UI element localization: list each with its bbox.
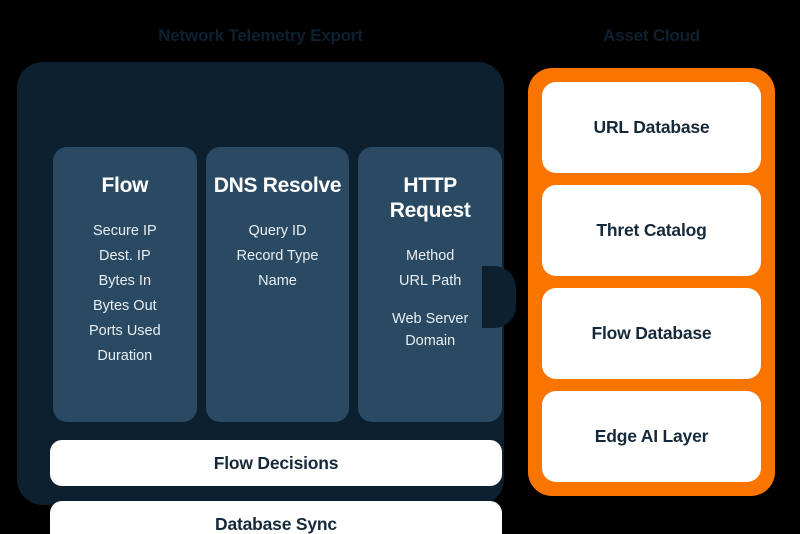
- telemetry-cards-row: Flow Secure IP Dest. IP Bytes In Bytes O…: [53, 147, 503, 422]
- asset-cloud-column-title: Asset Cloud: [603, 26, 700, 45]
- telemetry-card-http-request[interactable]: HTTP Request Method URL Path Web Server …: [358, 147, 503, 422]
- card-title: DNS Resolve: [213, 174, 342, 197]
- asset-item-url-database[interactable]: URL Database: [542, 82, 761, 173]
- arrow-right-icon: [482, 266, 516, 328]
- asset-item-edge-ai-layer[interactable]: Edge AI Layer: [542, 391, 761, 482]
- asset-item-thret-catalog[interactable]: Thret Catalog: [542, 185, 761, 276]
- telemetry-panel: Flow Secure IP Dest. IP Bytes In Bytes O…: [17, 62, 504, 534]
- asset-cloud-panel: URL Database Thret Catalog Flow Database…: [528, 68, 775, 496]
- card-item: Ports Used: [88, 323, 161, 339]
- card-item: Bytes Out: [93, 298, 157, 314]
- card-item-list: Method URL Path Web Server Domain: [366, 245, 494, 352]
- card-item: Record Type: [236, 248, 319, 264]
- card-item: Bytes In: [98, 273, 152, 289]
- card-item: URL Path: [399, 273, 462, 289]
- card-title: HTTP Request: [389, 174, 471, 222]
- card-item: Query ID: [248, 223, 307, 239]
- card-item: Dest. IP: [99, 248, 151, 264]
- card-item-list: Secure IP Dest. IP Bytes In Bytes Out Po…: [61, 220, 189, 367]
- telemetry-card-flow[interactable]: Flow Secure IP Dest. IP Bytes In Bytes O…: [53, 147, 197, 422]
- card-item: Method: [405, 248, 455, 264]
- telemetry-column-title: Network Telemetry Export: [158, 26, 363, 45]
- card-item: Name: [258, 273, 297, 289]
- flow-decisions-bar[interactable]: Flow Decisions: [50, 440, 502, 486]
- card-item: Duration: [97, 348, 153, 364]
- card-item-list: Query ID Record Type Name: [214, 220, 342, 292]
- telemetry-card-dns-resolve[interactable]: DNS Resolve Query ID Record Type Name: [205, 147, 350, 422]
- card-item: Secure IP: [93, 223, 157, 239]
- asset-item-flow-database[interactable]: Flow Database: [542, 288, 761, 379]
- database-sync-bar[interactable]: Database Sync: [50, 501, 502, 534]
- card-title: Flow: [101, 174, 149, 197]
- card-item: Web Server Domain: [392, 311, 469, 349]
